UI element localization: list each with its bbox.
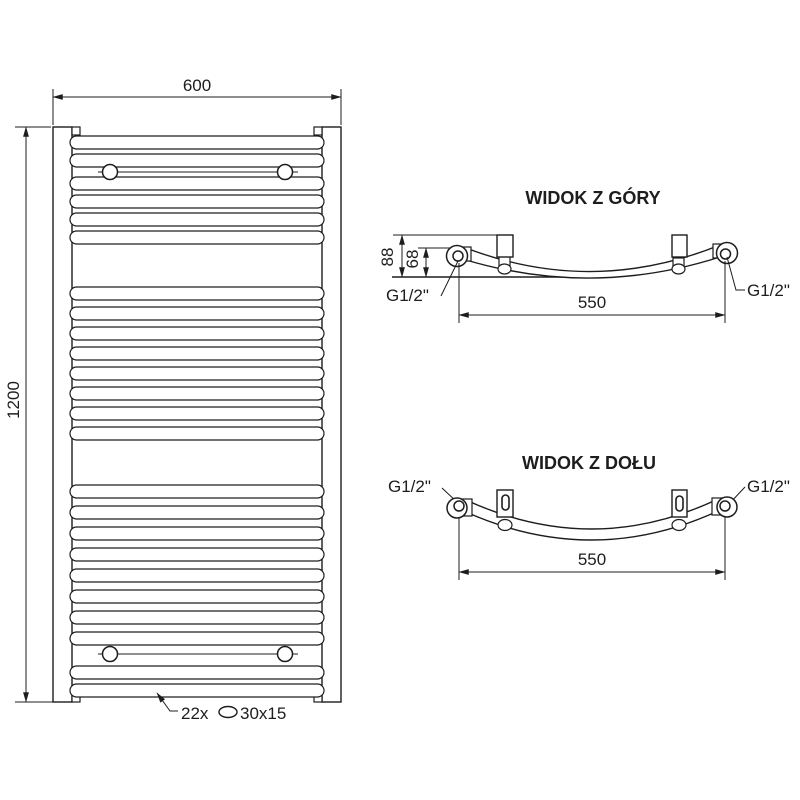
- port-right-label: G1/2": [747, 477, 790, 496]
- dim-height-label: 1200: [4, 381, 23, 419]
- rung: [69, 326, 325, 341]
- dimension-connections-top: 550: [458, 261, 726, 323]
- dimension-depth-88: 88: [378, 234, 405, 278]
- rung: [69, 589, 325, 604]
- rung: [69, 346, 325, 361]
- rung-list: [69, 135, 325, 698]
- rung: [69, 683, 325, 698]
- rung: [69, 212, 325, 227]
- mounting-hole-icon: [276, 163, 294, 181]
- bottom-view-title: WIDOK Z DOŁU: [522, 453, 656, 473]
- radiator-front-view: 600 1200 22x 30x15: [4, 76, 342, 723]
- right-collector-tube: [321, 126, 342, 703]
- leader-line: [156, 692, 178, 712]
- dimension-width: 600: [52, 76, 342, 125]
- rung: [69, 230, 325, 245]
- wall-bracket: [671, 234, 688, 258]
- rung: [69, 505, 325, 520]
- dim-550-label: 550: [578, 293, 606, 312]
- rung: [69, 176, 325, 191]
- dim-width-label: 600: [183, 76, 211, 95]
- rung: [69, 484, 325, 499]
- oval-profile-icon: [218, 705, 238, 719]
- mounting-hole-icon: [101, 645, 119, 663]
- tube-count-label: 22x: [181, 704, 209, 723]
- port-hole-icon: [719, 248, 732, 260]
- tube-spec-callout: 22x 30x15: [156, 692, 286, 723]
- dimension-depth-68: 68: [403, 247, 429, 278]
- dim-68-label: 68: [403, 250, 422, 269]
- port-left-label: G1/2": [386, 286, 429, 305]
- mounting-hole-icon: [276, 645, 294, 663]
- rung: [69, 194, 325, 209]
- top-view-title: WIDOK Z GÓRY: [525, 187, 660, 208]
- wall-bracket: [496, 234, 514, 258]
- bracket-foot: [671, 518, 687, 532]
- rung: [69, 665, 325, 680]
- rung: [69, 306, 325, 321]
- rung: [69, 610, 325, 625]
- port-left-label: G1/2": [388, 477, 431, 496]
- rung: [69, 547, 325, 562]
- port-hole-icon: [719, 500, 731, 512]
- rung: [69, 286, 325, 301]
- dimension-height: 1200: [4, 126, 80, 703]
- port-hole-icon: [452, 250, 464, 262]
- rung: [69, 135, 325, 150]
- rung: [69, 568, 325, 583]
- leader-line: [440, 260, 459, 297]
- bracket-foot-cap: [671, 263, 686, 275]
- rung: [69, 631, 325, 646]
- corner-step: [71, 126, 81, 136]
- bracket-foot-cap: [497, 263, 512, 275]
- bracket-slot-icon: [501, 494, 510, 511]
- dim-88-label: 88: [378, 248, 397, 267]
- rung: [69, 366, 325, 381]
- bottom-view: WIDOK Z DOŁU G1/2" G1/2" 550: [388, 453, 790, 580]
- leader-line: [726, 256, 745, 291]
- rung: [69, 526, 325, 541]
- mounting-hole-icon: [101, 163, 119, 181]
- rung: [69, 386, 325, 401]
- tube-size-label: 30x15: [240, 704, 286, 723]
- port-right-label: G1/2": [747, 281, 790, 300]
- rung: [69, 406, 325, 421]
- top-view: WIDOK Z GÓRY 88 68 G1/2" G1/2": [378, 187, 790, 323]
- port-hole-icon: [453, 500, 465, 512]
- dim-550-label: 550: [578, 550, 606, 569]
- rung: [69, 153, 325, 168]
- bracket-slot-icon: [675, 495, 684, 512]
- left-collector-tube: [52, 126, 73, 703]
- bracket-foot: [497, 518, 513, 532]
- rung: [69, 426, 325, 441]
- dimension-connections-bottom: 550: [458, 517, 726, 580]
- corner-step: [313, 126, 323, 136]
